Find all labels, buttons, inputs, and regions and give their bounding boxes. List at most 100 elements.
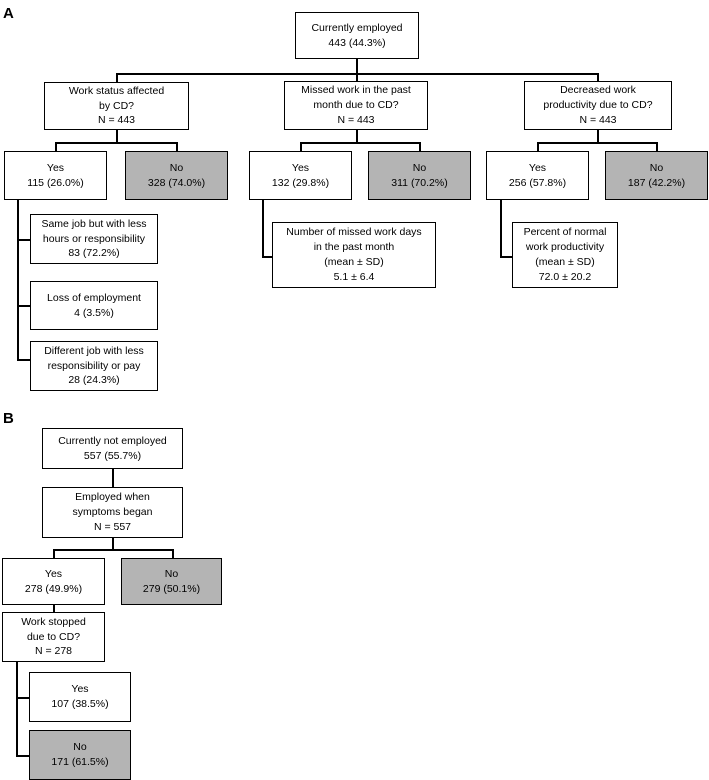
connector-drop-right [597, 73, 599, 81]
node-line: Missed work in the past [301, 84, 411, 97]
node-line: 443 (44.3%) [328, 36, 386, 49]
node-line: 28 (24.3%) [68, 374, 120, 387]
node-line: N = 443 [97, 114, 136, 127]
node-line: N = 557 [93, 520, 132, 533]
connector-q1-yes-drop [55, 142, 57, 152]
connector-q3-detail-stub [500, 256, 514, 258]
node-line: 278 (49.9%) [24, 582, 83, 595]
connector-b-yes-stub [53, 605, 55, 613]
node-currently-not-employed: Currently not employed 557 (55.7%) [42, 428, 183, 469]
connector-drop-middle [356, 73, 358, 81]
connector-root-stub [356, 59, 358, 73]
node-line: 5.1 ± 6.4 [333, 270, 375, 283]
node-line: work productivity [525, 241, 605, 254]
node-number-missed-work-days: Number of missed work days in the past m… [272, 222, 436, 288]
node-line: No [412, 161, 427, 174]
node-same-job-less-hours: Same job but with less hours or responsi… [30, 214, 158, 264]
node-line: Yes [528, 161, 547, 174]
connector-detail-stub-3 [17, 359, 31, 361]
node-line: 4 (3.5%) [74, 306, 114, 319]
connector-detail-stub-1 [17, 239, 31, 241]
node-line: Work status affected [68, 84, 165, 97]
node-loss-of-employment: Loss of employment 4 (3.5%) [30, 281, 158, 330]
connector-b-sub-stub-no [16, 755, 30, 757]
node-line: 311 (70.2%) [391, 176, 448, 189]
node-work-status-no: No 328 (74.0%) [125, 151, 228, 200]
node-decreased-productivity-yes: Yes 256 (57.8%) [486, 151, 589, 200]
node-line: (mean ± SD) [324, 256, 384, 268]
connector-q3-no-drop [656, 142, 658, 152]
node-line: Number of missed work days [286, 226, 422, 239]
node-line: 107 (38.5%) [51, 698, 109, 710]
node-line: Currently not employed [58, 434, 167, 447]
connector-q3-yes-drop [537, 142, 539, 152]
node-line: No [164, 567, 179, 580]
node-line: 187 (42.2%) [627, 176, 686, 189]
node-missed-work-yes: Yes 132 (29.8%) [249, 151, 352, 200]
node-line: 132 (29.8%) [271, 176, 330, 189]
node-line: 115 (26.0%) [27, 176, 84, 189]
node-line: Same job but with less [41, 217, 147, 230]
node-line: Employed when [75, 491, 150, 504]
node-b-employed-no: No 279 (50.1%) [121, 558, 222, 605]
node-work-stopped-yes: Yes 107 (38.5%) [29, 672, 131, 722]
node-line: N = 278 [34, 645, 73, 658]
node-work-stopped-no: No 171 (61.5%) [29, 730, 131, 780]
connector-q3-bus [537, 142, 657, 144]
node-line: Decreased work [560, 84, 636, 97]
node-decreased-productivity-question: Decreased work productivity due to CD? N… [524, 81, 672, 130]
node-line: hours or responsibility [42, 232, 146, 245]
node-line: No [649, 161, 664, 174]
connector-b-q-stub [112, 538, 114, 550]
connector-q1-bus [55, 142, 177, 144]
node-missed-work-question: Missed work in the past month due to CD?… [284, 81, 428, 130]
connector-q2-no-drop [419, 142, 421, 152]
node-line: Percent of normal [523, 226, 607, 239]
connector-b-sub-spine [16, 662, 18, 757]
node-line: Currently employed [311, 21, 403, 34]
panel-label-a: A [3, 5, 14, 22]
node-line: due to CD? [26, 630, 81, 643]
node-line: productivity due to CD? [543, 99, 653, 112]
node-line: 171 (61.5%) [51, 756, 109, 768]
connector-b-yes-drop [53, 549, 55, 559]
node-line: responsibility or pay [47, 359, 141, 372]
connector-q1-stub [116, 130, 118, 143]
connector-q3-detail-spine [500, 200, 502, 257]
panel-label-b: B [3, 410, 14, 427]
node-line: 279 (50.1%) [142, 582, 201, 595]
node-line: month due to CD? [313, 99, 399, 112]
node-line: 256 (57.8%) [508, 176, 567, 189]
node-decreased-productivity-no: No 187 (42.2%) [605, 151, 708, 200]
connector-drop-left [116, 73, 118, 82]
connector-q3-stub [597, 130, 599, 143]
connector-b-q-bus [53, 549, 173, 551]
connector-detail-spine [17, 200, 19, 360]
node-work-stopped-due-to-cd: Work stopped due to CD? N = 278 [2, 612, 105, 662]
connector-q2-yes-drop [300, 142, 302, 152]
node-work-status-yes: Yes 115 (26.0%) [4, 151, 107, 200]
node-line: Yes [44, 567, 63, 580]
node-b-employed-yes: Yes 278 (49.9%) [2, 558, 105, 605]
node-line: Work stopped [21, 615, 86, 628]
node-line: in the past month [313, 241, 395, 254]
node-missed-work-no: No 311 (70.2%) [368, 151, 471, 200]
node-percent-normal-productivity: Percent of normal work productivity (mea… [512, 222, 618, 288]
node-line: by CD? [98, 99, 134, 112]
node-line: Loss of employment [47, 291, 141, 304]
node-employed-when-symptoms-began: Employed when symptoms began N = 557 [42, 487, 183, 538]
connector-q2-bus [300, 142, 420, 144]
node-line: No [73, 741, 87, 754]
node-line: Yes [71, 683, 89, 696]
connector-q2-detail-spine [262, 200, 264, 257]
node-work-status-affected-question: Work status affected by CD? N = 443 [44, 82, 189, 130]
node-line: 557 (55.7%) [83, 449, 142, 462]
node-currently-employed: Currently employed 443 (44.3%) [295, 12, 419, 59]
connector-q1-no-drop [176, 142, 178, 152]
node-line: 72.0 ± 20.2 [538, 270, 592, 283]
connector-b-root-stub [112, 469, 114, 488]
node-line: symptoms began [72, 506, 153, 519]
connector-b-sub-stub-yes [16, 697, 30, 699]
connector-detail-stub-2 [17, 305, 31, 307]
